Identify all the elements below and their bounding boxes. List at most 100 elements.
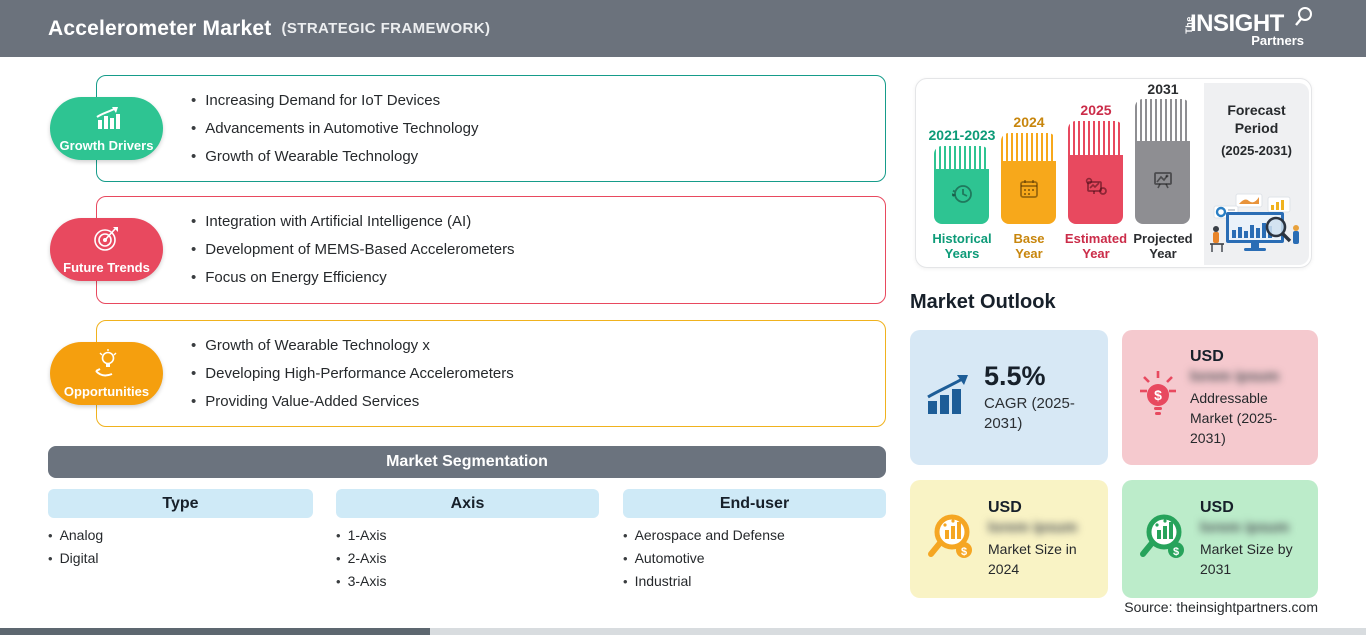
bullet-dot: • — [191, 364, 197, 382]
column-header: End-user — [623, 489, 886, 518]
svg-text:$: $ — [961, 546, 967, 558]
bar-stripes — [1068, 121, 1123, 155]
growth-driver-item: Advancements in Automotive Technology — [205, 119, 479, 137]
list-item: • 3-Axis — [336, 573, 599, 589]
history-clock-icon — [948, 180, 976, 213]
calendar-icon — [1015, 176, 1043, 209]
list-item: •Growth of Wearable Technology — [191, 143, 885, 171]
cagr-card: 5.5% CAGR (2025-2031) — [910, 330, 1108, 465]
badge-label: Growth Drivers — [59, 137, 154, 153]
card-caption: Market Size in 2024 — [988, 541, 1077, 577]
market-size-2031-card: $ USD lorem ipsum Market Size by 2031 — [1122, 480, 1318, 598]
opportunity-item: Providing Value-Added Services — [205, 392, 420, 410]
card-body: USD lorem ipsum Addressable Market (2025… — [1190, 348, 1318, 448]
bullet-dot: • — [191, 336, 197, 354]
bullet-dot: • — [623, 528, 628, 543]
card-caption: Addressable Market (2025-2031) — [1190, 389, 1278, 446]
future-trend-item: Integration with Artificial Intelligence… — [205, 213, 472, 230]
timeline-panel: 2021-2023 2024 2025 2031 — [915, 78, 1312, 268]
magnifier-chart-icon: $ — [1136, 510, 1190, 569]
year-label: 2021-2023 — [928, 127, 996, 143]
projected-year-bar — [1135, 99, 1190, 224]
card-body: USD lorem ipsum Market Size by 2031 — [1200, 499, 1318, 579]
bar-solid — [934, 169, 989, 224]
opportunities-box: •Growth of Wearable Technology x •Develo… — [96, 320, 886, 427]
forecast-range: (2025-2031) — [1221, 143, 1292, 158]
bar-stripes — [1001, 133, 1056, 161]
card-body: USD lorem ipsum Market Size in 2024 — [988, 499, 1108, 579]
bar-solid — [1001, 161, 1056, 224]
market-size-2024-card: $ USD lorem ipsum Market Size in 2024 — [910, 480, 1108, 598]
badge-label: Opportunities — [63, 383, 150, 399]
segment-value: 2-Axis — [347, 550, 387, 566]
list-item: •Focus on Energy Efficiency — [191, 264, 885, 292]
list-item: • Development of MEMS-Based Accelerometer… — [191, 236, 885, 264]
currency-label: USD — [1190, 347, 1224, 365]
list-item: •Digital — [48, 550, 313, 566]
bullet-dot: • — [336, 528, 341, 543]
bar-solid — [1135, 141, 1190, 224]
bullet-dot: • — [623, 574, 628, 589]
bullet-dot: • — [191, 91, 197, 109]
growth-driver-item: Increasing Demand for IoT Devices — [205, 91, 441, 109]
projection-screen-icon — [1149, 166, 1177, 199]
logo-partners-text: Partners — [1251, 33, 1304, 48]
list-item: • Aerospace and Defense — [623, 527, 886, 543]
bar-stripes — [934, 146, 989, 169]
future-trends-box: • Integration with Artificial Intelligenc… — [96, 196, 886, 304]
bullet-dot: • — [336, 574, 341, 589]
segment-value: Automotive — [634, 550, 705, 566]
year-label: 2025 — [1080, 102, 1112, 118]
source-attribution: Source: theinsightpartners.com — [1124, 599, 1318, 615]
bullet-dot: • — [191, 241, 197, 258]
list-item: • Automotive — [623, 550, 886, 566]
logo-insight-text: INSIGHT — [1190, 10, 1284, 37]
forecast-line: Period — [1234, 120, 1279, 136]
list-item: •Analog — [48, 527, 313, 543]
growth-drivers-badge: Growth Drivers — [50, 97, 163, 160]
cagr-growth-icon — [924, 373, 974, 422]
growth-chart-icon — [90, 105, 124, 136]
card-body: 5.5% CAGR (2025-2031) — [984, 361, 1108, 434]
bulb-hand-icon — [91, 348, 123, 382]
segment-value: 3-Axis — [347, 573, 387, 589]
estimated-year-bar — [1068, 121, 1123, 224]
list-item: • Integration with Artificial Intelligenc… — [191, 208, 885, 236]
list-item: • 1-Axis — [336, 527, 599, 543]
column-list: •Analog •Digital — [48, 527, 313, 566]
segment-value: 1-Axis — [347, 527, 387, 543]
footer-bar — [0, 628, 1366, 635]
list-item: •Providing Value-Added Services — [191, 388, 885, 416]
blurred-value: lorem ipsum — [1200, 519, 1290, 536]
blurred-value: lorem ipsum — [988, 519, 1078, 536]
future-trend-item: Focus on Energy Efficiency — [205, 269, 387, 286]
segment-value: Aerospace and Defense — [634, 527, 785, 543]
blurred-value: lorem ipsum — [1190, 367, 1280, 385]
bullet-dot: • — [623, 551, 628, 566]
bullet-dot: • — [48, 528, 53, 543]
list-item: • Increasing Demand for IoT Devices — [191, 87, 885, 115]
footer-bar-segment — [0, 628, 430, 635]
growth-driver-item: Growth of Wearable Technology — [205, 147, 419, 165]
cagr-caption: CAGR (2025-2031) — [984, 395, 1075, 432]
future-trends-badge: Future Trends — [50, 218, 163, 281]
list-item: •Developing High-Performance Acceleromet… — [191, 360, 885, 388]
bullet-dot: • — [48, 551, 53, 566]
magnifier-icon — [1292, 6, 1314, 33]
bullet-dot: • — [336, 551, 341, 566]
segment-value: Industrial — [634, 573, 692, 589]
list-item: •Growth of Wearable Technology x — [191, 332, 885, 360]
opportunities-badge: Opportunities — [50, 342, 163, 405]
page-title: Accelerometer Market — [48, 16, 272, 40]
segmentation-column-axis: Axis •1-Axis •2-Axis •3-Axis — [336, 489, 599, 589]
bullet-dot: • — [191, 213, 197, 230]
future-trend-item: Development of MEMS-Based Accelerometers — [205, 241, 515, 258]
segmentation-title: Market Segmentation — [386, 453, 548, 470]
market-outlook-title: Market Outlook — [910, 291, 1056, 313]
column-list: • 1-Axis • 2-Axis • 3-Axis — [336, 527, 599, 589]
year-label: 2031 — [1147, 81, 1179, 97]
base-year-bar — [1001, 133, 1056, 224]
currency-label: USD — [1200, 499, 1234, 516]
